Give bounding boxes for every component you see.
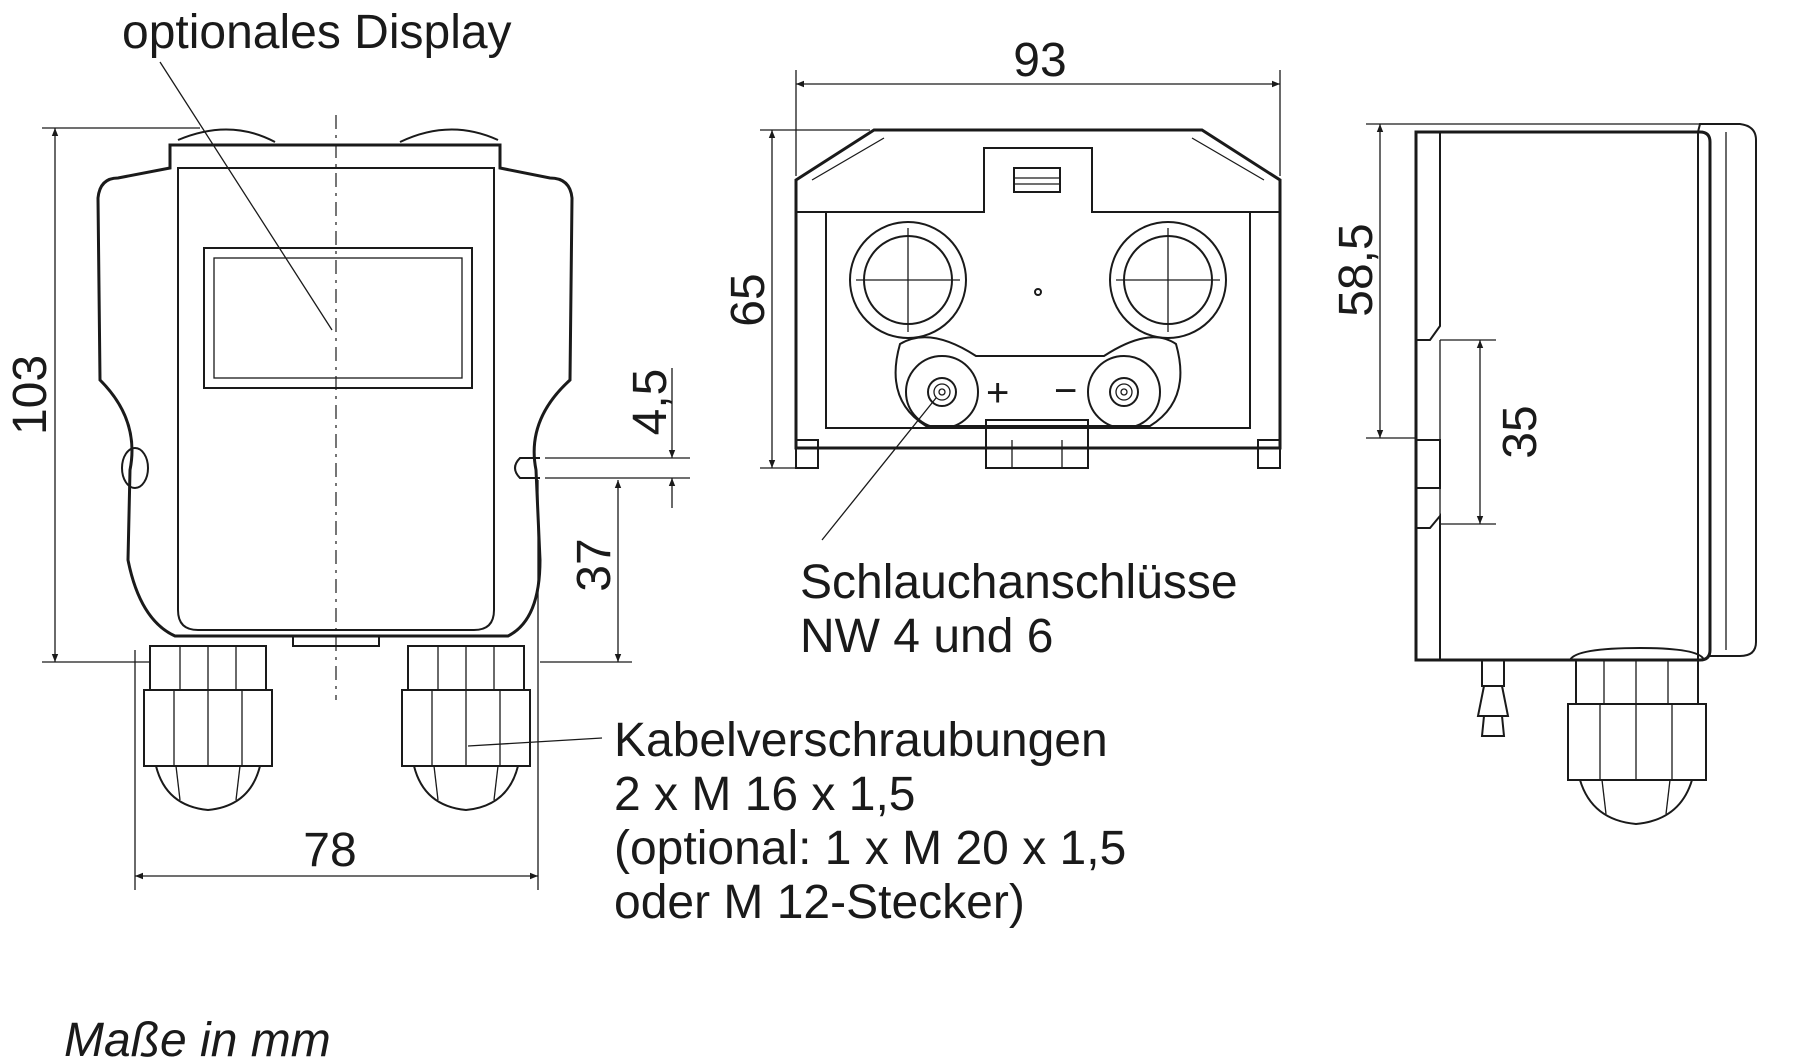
dim-65-label: 65 (722, 273, 775, 326)
display-window-outer (203, 247, 473, 389)
side-view: 58,5 35 (1330, 123, 1757, 826)
front-top-bump-right (399, 128, 499, 143)
display-window-inner (213, 257, 463, 379)
front-top-bump-left (177, 128, 276, 143)
units-note: Maße in mm (64, 1014, 331, 1064)
cable-gland-left (143, 645, 273, 812)
side-housing (1414, 130, 1712, 662)
dim-37-label: 37 (568, 538, 621, 591)
side-cable-gland (1567, 646, 1707, 826)
side-mount-tab (1415, 439, 1441, 489)
front-view: optionales Display 103 78 4,5 37 Kabelve… (4, 6, 1126, 929)
top-center-raise (826, 147, 1250, 213)
side-back-plate (1415, 132, 1441, 341)
top-view: + − 93 65 Schlauchanschlüsse NW 4 und 6 (722, 34, 1282, 663)
cable-gland-leader (467, 737, 603, 747)
mounting-slot (121, 447, 149, 489)
side-hose-nozzle (1476, 659, 1510, 737)
cable-gland-note-line-3: (optional: 1 x M 20 x 1,5 (614, 822, 1126, 875)
dim-93-label: 93 (1013, 34, 1066, 87)
cable-gland-note-line-1: Kabelverschraubungen (614, 714, 1108, 767)
hose-note-line-2: NW 4 und 6 (800, 610, 1053, 663)
display-note: optionales Display (122, 6, 512, 59)
hose-leader (821, 397, 937, 541)
small-port-plus (905, 355, 979, 429)
cable-gland-note-line-2: 2 x M 16 x 1,5 (614, 768, 915, 821)
side-back-plate-lower (1415, 513, 1441, 660)
hose-port-right (1109, 221, 1227, 339)
top-latch (1013, 167, 1061, 193)
minus-sign: − (1054, 369, 1077, 413)
dim-58-5-label: 58,5 (1330, 223, 1383, 316)
plus-sign: + (986, 371, 1009, 415)
dim-35-label: 35 (1494, 405, 1547, 458)
dim-4-5-label: 4,5 (624, 369, 677, 436)
small-port-minus (1087, 355, 1161, 429)
hose-port-left (849, 221, 967, 339)
cable-gland-right (401, 645, 531, 812)
top-bottom-foot-left (795, 439, 819, 469)
top-bottom-tab-center (985, 419, 1089, 469)
front-panel (177, 167, 495, 631)
center-dot (1034, 288, 1042, 296)
side-top-lip (1697, 123, 1757, 657)
display-leader (159, 61, 333, 331)
hose-note-line-1: Schlauchanschlüsse (800, 556, 1238, 609)
top-housing-chamfer (811, 137, 1265, 181)
dim-78-label: 78 (303, 824, 356, 877)
front-housing (96, 143, 574, 638)
pressure-port (514, 457, 540, 479)
dim-103-label: 103 (4, 355, 57, 435)
port-plate (894, 336, 1182, 427)
cable-gland-note-line-4: oder M 12-Stecker) (614, 876, 1025, 929)
top-bottom-foot-right (1257, 439, 1281, 469)
top-housing-rim (796, 211, 1280, 429)
